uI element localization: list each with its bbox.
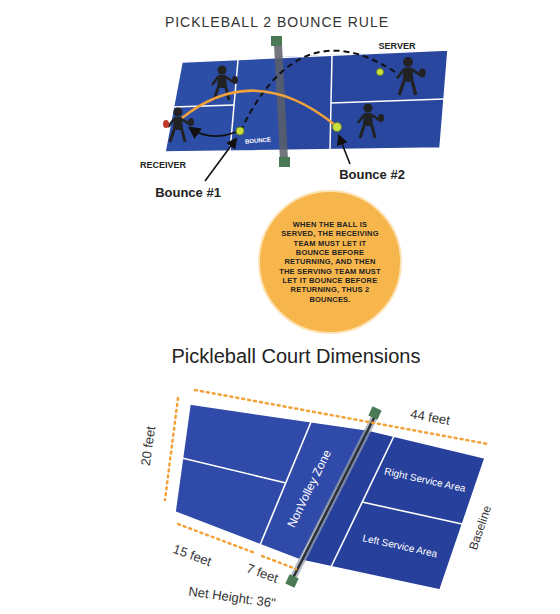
dimension-label: 20 feet <box>139 425 159 466</box>
zone-label: NonVolley Zone <box>285 448 335 530</box>
ball <box>236 127 244 135</box>
ball <box>377 69 384 76</box>
callout-circle: WHEN THE BALL IS SERVED, THE RECEIVING T… <box>258 190 402 334</box>
serve-path <box>242 51 395 128</box>
bounce-label: Bounce #1 <box>155 186 221 201</box>
court-note: BOUNCE <box>245 136 272 145</box>
zone-label: Right Service Area <box>383 465 466 494</box>
player-label: SERVER <box>379 41 416 51</box>
diagram-title: PICKLEBALL 2 BOUNCE RULE <box>165 14 389 30</box>
top-court <box>165 36 448 167</box>
section-heading: Pickleball Court Dimensions <box>172 345 421 368</box>
bounce-arrow <box>190 128 236 136</box>
dimension-lines <box>165 390 488 569</box>
bounce-label: Bounce #2 <box>339 168 405 183</box>
leader-arrow <box>205 139 236 181</box>
bottom-court <box>175 404 485 590</box>
dimension-label: Net Height: 36" <box>188 584 277 611</box>
ball <box>333 123 342 132</box>
player <box>358 104 384 139</box>
leader-arrow <box>339 136 350 164</box>
return-path <box>182 91 335 125</box>
zone-label: Left Service Area <box>362 532 439 560</box>
dimension-label: 44 feet <box>409 407 451 429</box>
dimension-label: 15 feet <box>171 542 213 570</box>
callout-text: WHEN THE BALL IS SERVED, THE RECEIVING T… <box>278 220 382 304</box>
court-line-label: Baseline <box>467 504 495 552</box>
player-label: RECEIVER <box>140 160 186 170</box>
dimension-label: 7 feet <box>244 561 280 586</box>
server-player <box>397 57 426 95</box>
paddle <box>163 120 169 128</box>
